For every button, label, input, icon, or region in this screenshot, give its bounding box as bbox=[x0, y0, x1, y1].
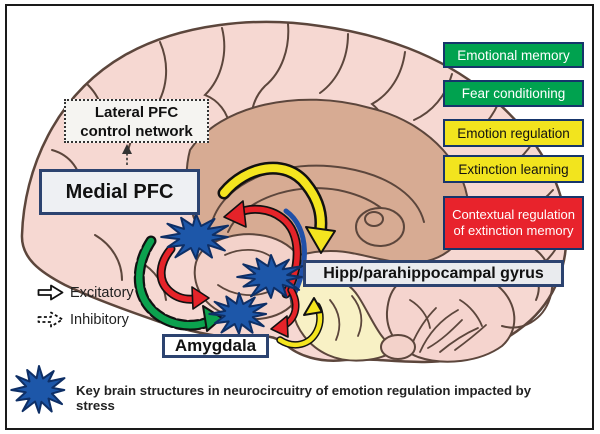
label-lateral-pfc-control-network: Lateral PFC control network bbox=[64, 99, 209, 143]
label-medial-pfc: Medial PFC bbox=[39, 169, 200, 215]
legend-fear-conditioning: Fear conditioning bbox=[443, 80, 584, 107]
legend-emotion-regulation: Emotion regulation bbox=[443, 119, 584, 147]
figure-border bbox=[5, 4, 594, 430]
figure-caption: Key brain structures in neurocircuitry o… bbox=[76, 383, 532, 413]
key-excitatory: Excitatory bbox=[37, 284, 134, 301]
excitatory-label: Excitatory bbox=[70, 284, 134, 301]
red-arrow-hipp-to-amygdala bbox=[270, 286, 300, 338]
label-hipp-parahippocampal-gyrus: Hipp/parahippocampal gyrus bbox=[303, 260, 564, 287]
legend-contextual-regulation: Contextual regulation of extinction memo… bbox=[443, 196, 584, 250]
lateral-pfc-line1: Lateral PFC bbox=[94, 104, 179, 121]
green-dashed-arrow-mpfc-to-amygdala bbox=[133, 235, 223, 332]
legend-extinction-learning: Extinction learning bbox=[443, 155, 584, 183]
lateral-pfc-line2: control network bbox=[80, 123, 193, 140]
yellow-arrow-amygdala-to-hipp bbox=[276, 297, 324, 349]
yellow-arrow-mpfc-to-hipp bbox=[217, 161, 336, 254]
solid-block-arrow-icon bbox=[37, 284, 64, 301]
legend-emotional-memory: Emotional memory bbox=[443, 42, 584, 68]
key-inhibitory: Inhibitory bbox=[37, 311, 129, 328]
legend-starburst-icon bbox=[10, 365, 66, 414]
stress-star-amygdala bbox=[208, 292, 268, 335]
dashed-block-arrow-icon bbox=[37, 311, 64, 328]
stress-star-hipp bbox=[236, 254, 304, 299]
inhibitory-label: Inhibitory bbox=[70, 311, 129, 328]
label-amygdala: Amygdala bbox=[162, 334, 269, 358]
red-arrow-mpfc-to-amygdala bbox=[156, 244, 210, 310]
stress-star-mpfc bbox=[160, 213, 230, 260]
dashed-arrow-mpfc-to-lateral-pfc bbox=[122, 144, 132, 165]
